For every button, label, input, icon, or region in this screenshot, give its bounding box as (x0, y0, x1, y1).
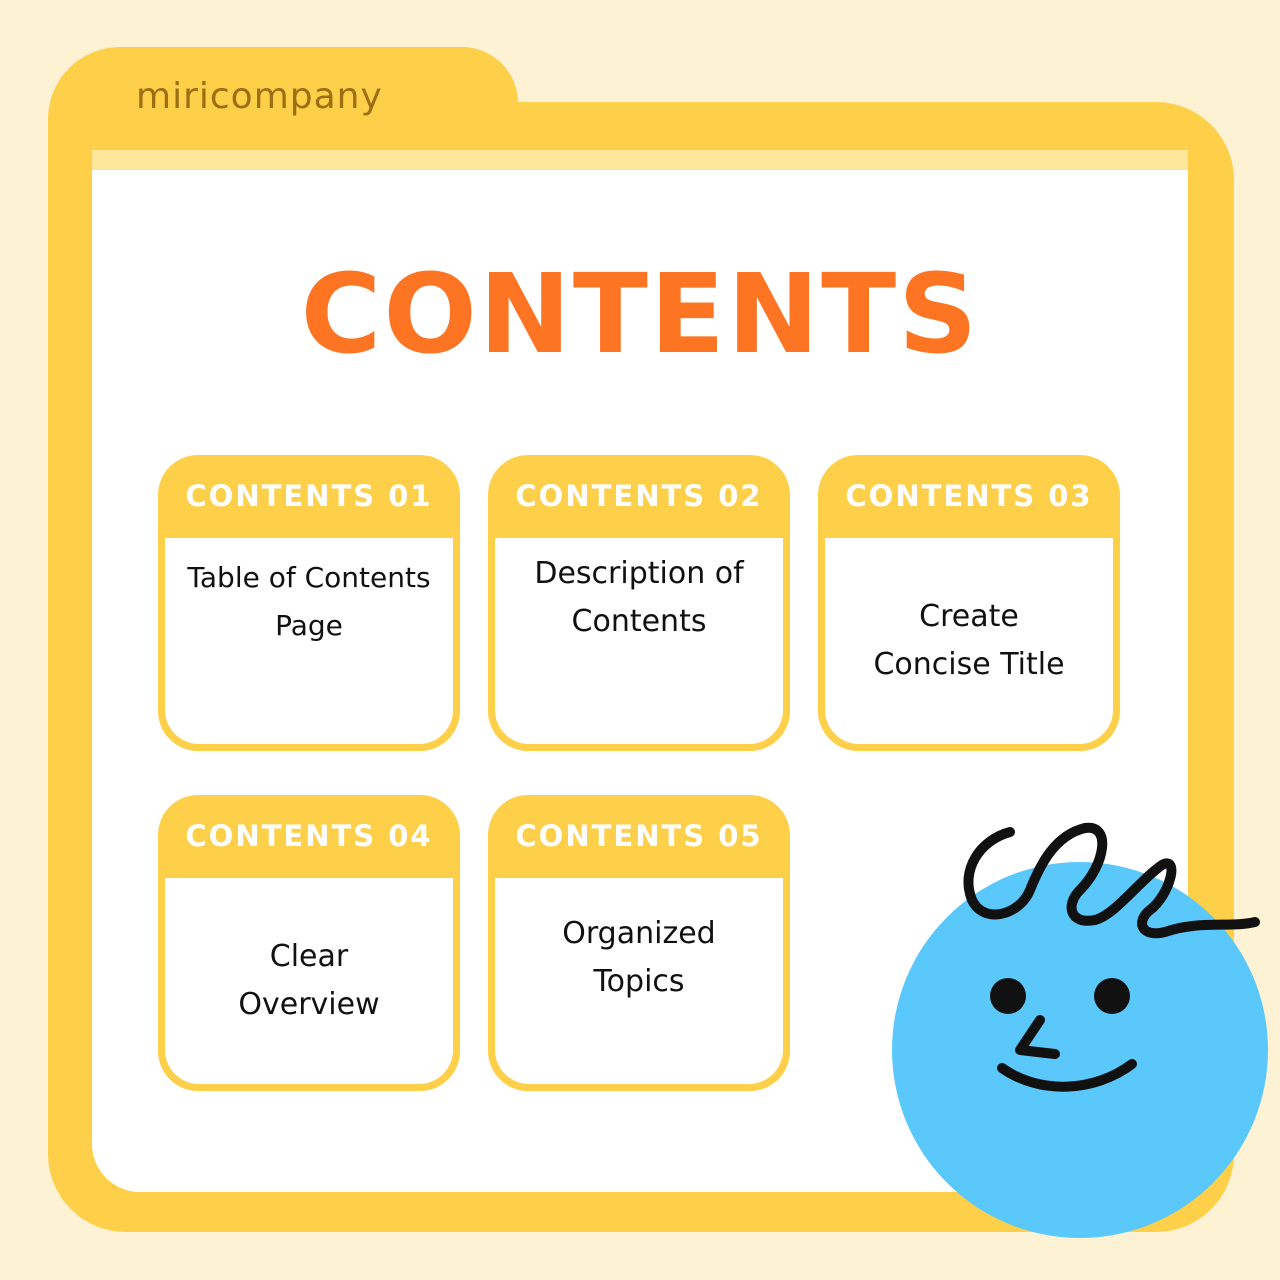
card-description: Description of Contents (495, 538, 783, 744)
sheet-top-strip (92, 150, 1188, 172)
card-description: Organized Topics (495, 878, 783, 1084)
card-label: CONTENTS 03 (845, 479, 1093, 513)
left-eye (990, 978, 1026, 1014)
card-label: CONTENTS 05 (515, 819, 763, 853)
content-card-05: CONTENTS 05 Organized Topics (488, 795, 790, 1091)
content-card-02: CONTENTS 02 Description of Contents (488, 455, 790, 751)
brand-logo-text: miricompany (136, 76, 383, 117)
nose (1015, 1015, 1060, 1059)
face-circle (892, 862, 1268, 1238)
content-card-01: CONTENTS 01 Table of Contents Page (158, 455, 460, 751)
right-eye (1094, 978, 1130, 1014)
content-card-03: CONTENTS 03 Create Concise Title (818, 455, 1120, 751)
page-title: CONTENTS (300, 250, 980, 378)
card-description: Table of Contents Page (165, 538, 453, 744)
card-label: CONTENTS 01 (185, 479, 433, 513)
card-label: CONTENTS 02 (515, 479, 763, 513)
card-description: Create Concise Title (825, 538, 1113, 744)
smiling-face-icon (892, 822, 1268, 1238)
hair-curl (963, 822, 1260, 939)
content-card-04: CONTENTS 04 Clear Overview (158, 795, 460, 1091)
card-label: CONTENTS 04 (185, 819, 433, 853)
smile (997, 1059, 1137, 1092)
card-description: Clear Overview (165, 878, 453, 1084)
